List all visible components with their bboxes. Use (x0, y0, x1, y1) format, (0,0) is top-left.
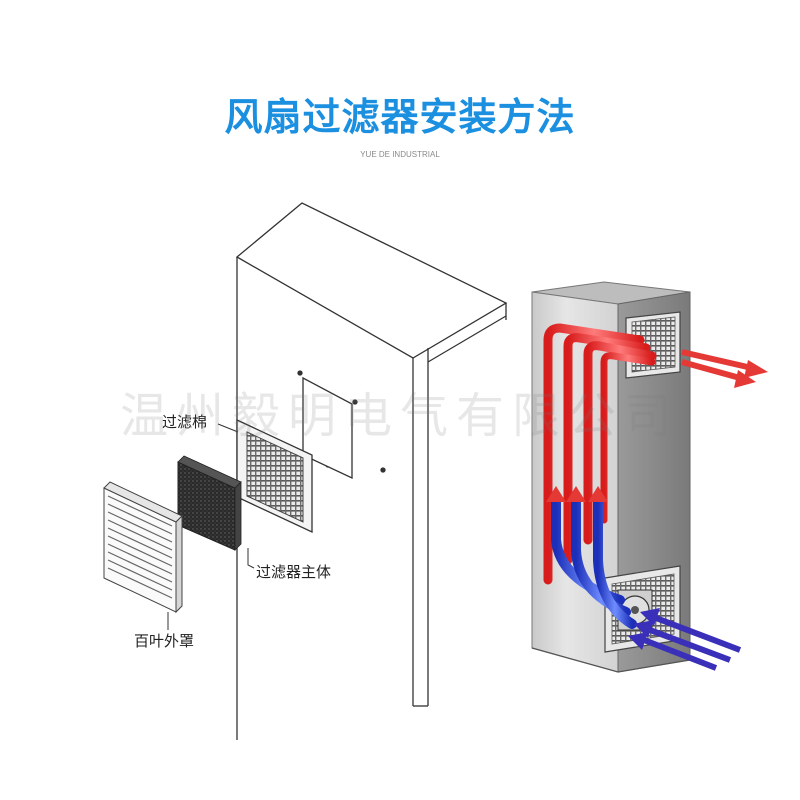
cabinet-line-drawing (235, 202, 508, 740)
exhaust-air-arrows (681, 349, 768, 388)
filter-body-part (236, 418, 313, 534)
label-filter-cotton: 过滤棉 (162, 413, 208, 431)
page-subtitle: YUE DE INDUSTRIAL (360, 150, 440, 159)
intake-air-arrows (628, 608, 742, 671)
label-filter-body: 过滤器主体 (256, 563, 332, 581)
filter-cotton-part (177, 455, 242, 551)
page-title: 风扇过滤器安装方法 (224, 95, 576, 139)
cool-air-arrows (546, 486, 637, 629)
louver-cover-part (103, 481, 183, 614)
hot-air-arrows (543, 323, 657, 585)
label-leader-lines (167, 423, 255, 630)
label-louver-cover: 百叶外罩 (134, 632, 195, 650)
